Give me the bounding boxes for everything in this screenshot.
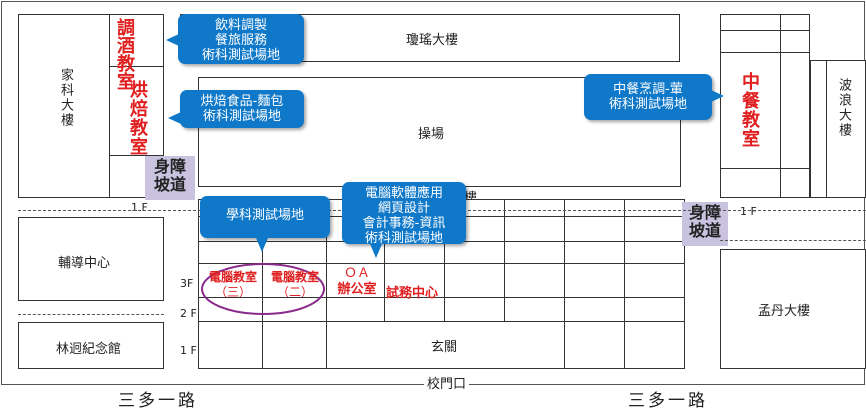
linjiong-hall bbox=[18, 322, 164, 369]
callout-tail bbox=[370, 244, 382, 258]
grid-v1 bbox=[262, 199, 263, 369]
school-gate-label: 校門口 bbox=[424, 373, 470, 392]
computer-classroom-3: 電腦教室 （三） bbox=[203, 270, 263, 300]
ramp-left-line1: 身障 bbox=[153, 157, 186, 176]
callout-beverage-line1: 飲料調製 bbox=[214, 18, 267, 33]
mengdan-building bbox=[720, 249, 866, 369]
kitchen-div-h3 bbox=[720, 168, 810, 169]
callout-tail bbox=[256, 238, 268, 252]
mengdan-label: 孟丹大樓 bbox=[758, 304, 811, 319]
grid-v6 bbox=[564, 199, 565, 369]
road-label-right: 三多一路 bbox=[628, 391, 708, 411]
callout-tail bbox=[166, 34, 179, 46]
callout-academic-line1: 學科測試場地 bbox=[225, 208, 304, 223]
linjiong-hall-label: 林迥紀念館 bbox=[56, 342, 122, 357]
computer-classroom-2-num: （二） bbox=[276, 285, 313, 299]
oa-office-bottom: 辦公室 bbox=[337, 282, 377, 297]
kitchen-div-h1 bbox=[720, 30, 810, 31]
callout-bakery: 烘焙食品-麵包 術科測試場地 bbox=[168, 90, 304, 128]
bolang-building bbox=[810, 60, 866, 198]
xuanguan-label: 玄關 bbox=[431, 340, 458, 355]
computer-classroom-3-name: 電腦教室 bbox=[208, 270, 257, 284]
callout-software-line1: 電腦軟體應用 bbox=[364, 186, 443, 201]
grid-v3 bbox=[384, 199, 385, 321]
bartending-classroom-label: 調酒教室 bbox=[114, 18, 135, 90]
fudao-center-label: 輔導中心 bbox=[58, 256, 111, 271]
bolang-label: 波浪大樓 bbox=[836, 78, 851, 138]
baking-classroom-label: 烘焙教室 bbox=[127, 80, 148, 156]
floor-2f: 2 F bbox=[180, 307, 197, 320]
grid-v5 bbox=[504, 199, 505, 321]
computer-classroom-2: 電腦教室 （二） bbox=[264, 270, 326, 300]
grid-h3 bbox=[198, 263, 685, 264]
grid-h5 bbox=[198, 321, 685, 322]
floor-1f-center: 1 F bbox=[180, 344, 197, 357]
dash-line-2 bbox=[18, 314, 164, 315]
floor-3f: 3F bbox=[180, 277, 194, 290]
grid-h4 bbox=[198, 297, 685, 298]
callout-chinese: 中餐烹調-葷 術科測試場地 bbox=[584, 74, 724, 120]
callout-bakery-line1: 烘焙食品-麵包 bbox=[200, 94, 284, 109]
oa-office: ＯＡ 辦公室 bbox=[330, 266, 384, 298]
kitchen-div-v bbox=[780, 14, 781, 198]
chinese-cooking-label: 中餐教室 bbox=[739, 72, 760, 148]
accessible-ramp-left: 身障 坡道 bbox=[145, 156, 195, 200]
floor-1f-right: 1 F bbox=[740, 205, 757, 218]
jiake-divider-h1 bbox=[109, 66, 164, 67]
grid-v4 bbox=[444, 199, 445, 321]
computer-classroom-2-name: 電腦教室 bbox=[270, 270, 319, 284]
ramp-right-line1: 身障 bbox=[688, 203, 721, 222]
oa-office-top: ＯＡ bbox=[343, 266, 370, 281]
callout-beverage-line3: 術科測試場地 bbox=[201, 48, 280, 63]
grid-v7 bbox=[624, 199, 625, 369]
sports-field-label: 操場 bbox=[418, 127, 445, 142]
callout-software-line3: 會計事務-資訊 bbox=[362, 216, 446, 231]
accessible-ramp-right: 身障 坡道 bbox=[682, 202, 728, 246]
computer-classroom-3-num: （三） bbox=[214, 285, 251, 299]
ramp-left-line2: 坡道 bbox=[153, 175, 186, 194]
dash-line-3 bbox=[720, 240, 866, 241]
qiongyao-label: 瓊瑤大樓 bbox=[406, 33, 459, 48]
jiake-building-label: 家科大樓 bbox=[58, 68, 73, 128]
bartending-classroom: 調酒教室 bbox=[114, 18, 135, 90]
callout-tail bbox=[168, 112, 181, 124]
jiake-divider bbox=[109, 14, 110, 198]
callout-chinese-line2: 術科測試場地 bbox=[608, 97, 687, 112]
callout-academic: 學科測試場地 bbox=[200, 196, 330, 252]
callout-tail bbox=[711, 90, 724, 102]
fudao-center bbox=[18, 217, 164, 301]
jiake-building bbox=[18, 14, 164, 198]
highlight-ellipse bbox=[201, 263, 325, 315]
callout-software-line2: 網頁設計 bbox=[377, 201, 430, 216]
grid-v2 bbox=[326, 199, 327, 369]
jiake-divider-h2 bbox=[109, 155, 164, 156]
callout-beverage-line2: 餐旅服務 bbox=[214, 33, 267, 48]
callout-software-line4: 術科測試場地 bbox=[364, 231, 443, 246]
chinese-cooking-classroom: 中餐教室 bbox=[736, 72, 762, 148]
callout-bakery-line2: 術科測試場地 bbox=[202, 109, 281, 124]
exam-center: 試務中心 bbox=[386, 286, 439, 301]
road-label-left: 三多一路 bbox=[118, 391, 198, 411]
bolang-div bbox=[826, 60, 827, 198]
chinese-kitchen-building bbox=[720, 14, 810, 198]
floor-1f-left: 1 F bbox=[131, 201, 148, 214]
ramp-right-line2: 坡道 bbox=[688, 221, 721, 240]
kitchen-div-h2 bbox=[720, 52, 810, 53]
callout-chinese-line1: 中餐烹調-葷 bbox=[613, 82, 683, 97]
callout-software: 電腦軟體應用 網頁設計 會計事務-資訊 術科測試場地 bbox=[342, 182, 466, 258]
callout-beverage: 飲料調製 餐旅服務 術科測試場地 bbox=[166, 14, 304, 64]
baking-classroom: 烘焙教室 bbox=[124, 80, 150, 156]
